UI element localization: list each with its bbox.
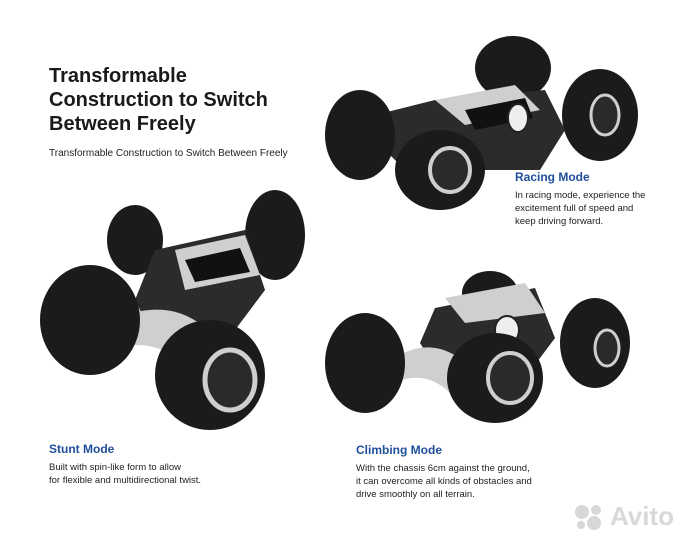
stunt-mode-title: Stunt Mode <box>49 442 115 456</box>
page-title: Transformable Construction to Switch Bet… <box>49 64 309 136</box>
racing-car-image <box>325 36 638 210</box>
climbing-desc-line-1: With the chassis 6cm against the ground, <box>356 463 530 474</box>
climbing-desc-line-3: drive smoothly on all terrain. <box>356 489 475 500</box>
stunt-desc-line-1: Built with spin-like form to allow <box>49 462 181 473</box>
racing-desc-line-1: In racing mode, experience the <box>515 190 646 201</box>
climbing-mode-description: With the chassis 6cm against the ground,… <box>356 462 532 501</box>
stunt-desc-line-2: for flexible and multidirectional twist. <box>49 475 202 486</box>
racing-mode-description: In racing mode, experience the excitemen… <box>515 189 645 228</box>
racing-desc-line-2: excitement full of speed and <box>515 203 634 214</box>
climbing-desc-line-2: it can overcome all kinds of obstacles a… <box>356 476 532 487</box>
racing-mode-title: Racing Mode <box>515 170 590 184</box>
title-line-2: Construction to Switch <box>49 89 268 111</box>
stunt-car-image <box>40 190 305 430</box>
page-subtitle: Transformable Construction to Switch Bet… <box>49 148 288 159</box>
stunt-mode-description: Built with spin-like form to allow for f… <box>49 461 201 487</box>
title-line-3: Between Freely <box>49 113 196 135</box>
avito-watermark: Avito <box>572 501 674 532</box>
avito-logo-icon <box>574 504 601 530</box>
climbing-mode-title: Climbing Mode <box>356 443 442 457</box>
climbing-car-image <box>325 271 630 423</box>
racing-desc-line-3: keep driving forward. <box>515 216 604 227</box>
watermark-text: Avito <box>609 501 674 531</box>
title-line-1: Transformable <box>49 65 187 87</box>
